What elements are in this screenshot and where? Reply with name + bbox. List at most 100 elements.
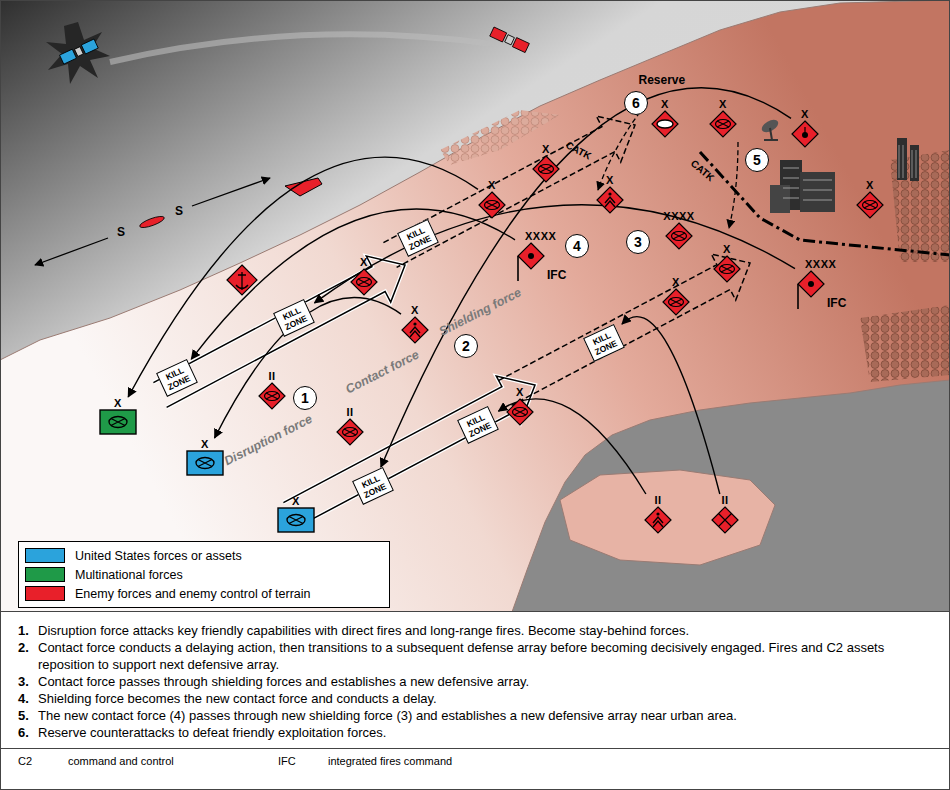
unit-symbol: X	[791, 108, 819, 148]
fires-arc	[499, 399, 646, 494]
unit-tag: IFC	[547, 269, 566, 282]
note-row: 2.Contact force conducts a delaying acti…	[18, 639, 932, 673]
unit-symbol: X	[596, 174, 624, 214]
counterattack-label: CATK	[563, 139, 592, 161]
echelon-mark: X	[488, 179, 496, 191]
satellite-trail	[110, 34, 492, 62]
fires-arc	[315, 205, 796, 303]
echelon-mark: II	[346, 406, 353, 418]
echelon-mark: X	[723, 243, 731, 255]
echelon-mark: X	[719, 98, 727, 110]
fires-arc	[191, 209, 515, 359]
satellite	[490, 27, 530, 53]
symbol-row	[336, 418, 364, 446]
note-number: 1.	[18, 622, 38, 639]
unit-symbol: II	[644, 494, 672, 534]
symbol-row: IFC	[515, 242, 566, 282]
note-number: 3.	[18, 673, 38, 690]
unit-symbol: X	[186, 438, 224, 476]
echelon-mark: X	[114, 397, 122, 409]
unit-icon	[665, 222, 693, 250]
legend-row: Enemy forces and enemy control of terrai…	[25, 584, 383, 603]
kill-zone-label: KILL ZONE	[360, 473, 388, 500]
symbol-row	[791, 120, 819, 148]
symbol-row	[277, 507, 315, 533]
unit-symbol: X	[651, 98, 679, 138]
note-text: Contact force conducts a delaying action…	[38, 639, 932, 673]
callout-number: 3	[626, 230, 650, 254]
kill-zone-box: KILL ZONE	[397, 219, 438, 257]
legend-swatch	[25, 548, 65, 563]
note-number: 5.	[18, 707, 38, 724]
zone-label: Disruption force	[222, 412, 314, 468]
unit-icon	[277, 507, 315, 533]
symbol-row	[709, 110, 737, 138]
map-border	[0, 611, 950, 612]
sonar-line	[192, 178, 270, 206]
zone-label: Contact force	[343, 347, 421, 396]
note-row: 6.Reserve counterattacks to defeat frien…	[18, 724, 932, 741]
defensive-array-arrow	[153, 116, 750, 527]
legend-text: Multinational forces	[75, 568, 183, 582]
forest	[440, 110, 560, 165]
echelon-mark: X	[661, 98, 669, 110]
echelon-mark: X	[606, 174, 614, 186]
echelon-mark: X	[542, 143, 550, 155]
unit-icon	[791, 120, 819, 148]
counterattack-arrow	[729, 142, 738, 228]
sonar-mark: S	[175, 204, 183, 218]
unit-icon	[662, 288, 690, 316]
symbol-row	[186, 450, 224, 476]
counterattack-label: CATK	[688, 157, 716, 183]
symbol-row	[532, 155, 560, 183]
kill-zone-label: KILL ZONE	[164, 365, 192, 392]
symbol-row	[350, 268, 378, 296]
unit-symbol: X	[506, 386, 534, 426]
note-text: Shielding force becomes the new contact …	[38, 690, 932, 707]
unit-label: Reserve	[639, 73, 686, 87]
footnote: command and control	[68, 755, 174, 767]
echelon-mark: X	[866, 179, 874, 191]
unit-symbol: X	[401, 304, 429, 344]
note-text: The new contact force (4) passes through…	[38, 707, 932, 724]
island	[560, 470, 775, 565]
legend: United States forces or assetsMultinatio…	[18, 541, 390, 608]
symbol-row	[644, 506, 672, 534]
callout-number: 6	[624, 91, 648, 115]
unit-icon	[532, 155, 560, 183]
unit-icon	[186, 450, 224, 476]
ship	[285, 178, 322, 196]
symbol-row	[258, 382, 286, 410]
footnote: C2	[18, 755, 32, 767]
footnote: integrated fires command	[328, 755, 452, 767]
note-text: Disruption force attacks key friendly ca…	[38, 622, 932, 639]
unit-icon	[258, 382, 286, 410]
kill-zone-box: KILL ZONE	[352, 467, 393, 505]
note-text: Contact force passes through shielding f…	[38, 673, 932, 690]
callout-number: 5	[745, 148, 769, 172]
satellite	[46, 22, 110, 84]
fires-arc	[381, 88, 791, 467]
callout-number: 4	[565, 234, 589, 258]
echelon-mark: X	[360, 256, 368, 268]
unit-icon	[644, 506, 672, 534]
sky-ground	[0, 0, 950, 612]
unit-symbol: X	[350, 256, 378, 296]
footer-rule	[0, 748, 950, 749]
legend-row: Multinational forces	[25, 565, 383, 584]
echelon-mark: XXXX	[663, 210, 694, 222]
unit-icon	[515, 242, 545, 282]
unit-symbol: X	[713, 243, 741, 283]
unit-tag: IFC	[827, 297, 846, 310]
unit-symbol: X	[709, 98, 737, 138]
symbol-row	[651, 110, 679, 138]
unit-symbol: XXXX	[663, 210, 694, 250]
callout-number: 1	[293, 386, 317, 410]
landmass	[0, 0, 950, 612]
urban-area	[760, 117, 919, 213]
echelon-mark: X	[801, 108, 809, 120]
unit-icon	[856, 191, 884, 219]
callout-number: 2	[454, 334, 478, 358]
unit-symbol: X	[532, 143, 560, 183]
unit-icon	[506, 398, 534, 426]
